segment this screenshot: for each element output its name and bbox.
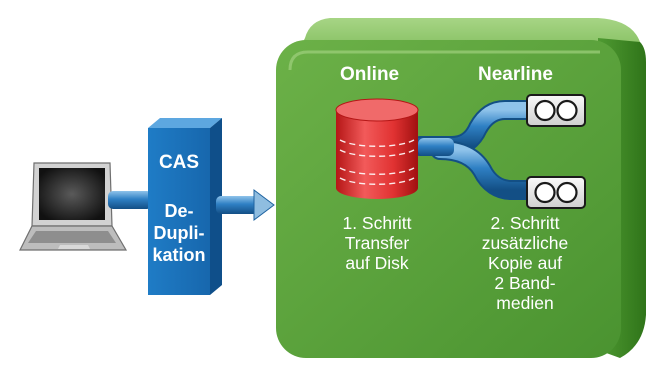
cas-block — [148, 118, 222, 295]
pipe-laptop-to-cas — [108, 191, 152, 209]
cas-process-label: De- Dupli- kation — [152, 201, 206, 265]
nearline-heading: Nearline — [478, 64, 553, 85]
step2-label: 2. Schritt zusätzliche Kopie auf 2 Band-… — [481, 213, 569, 313]
cas-title: CAS — [158, 152, 200, 173]
cas-block-front — [148, 128, 210, 295]
online-heading: Online — [340, 64, 400, 85]
disk-cylinder-icon — [335, 98, 419, 199]
cas-block-top — [148, 118, 222, 128]
laptop-icon — [19, 162, 128, 251]
tape-cartridge-icon — [526, 94, 586, 127]
tape-cartridge-icon — [526, 176, 586, 209]
storage-box-highlight — [288, 50, 600, 71]
step1-label: 1. Schritt Transfer auf Disk — [342, 213, 412, 273]
arrow-cas-to-storage — [216, 189, 275, 221]
fork-pipes — [410, 100, 542, 200]
